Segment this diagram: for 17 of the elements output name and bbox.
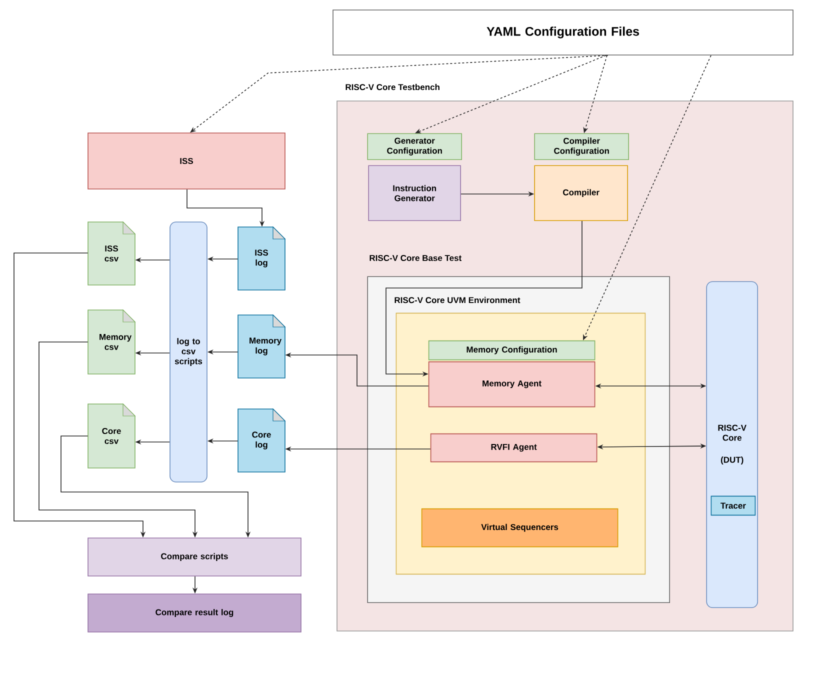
result-box: Compare result log: [88, 594, 302, 632]
compare-box: Compare scripts: [88, 538, 302, 576]
node-label: RISC-V Core Testbench: [346, 84, 440, 90]
compiler-box: Compiler: [534, 165, 628, 221]
sequencer-box: Virtual Sequencers: [421, 508, 618, 548]
config-box: Compiler Configuration: [534, 133, 629, 160]
tracer-box: Tracer: [710, 496, 756, 516]
node-label: RISC-V Core UVM Environment: [394, 296, 520, 304]
generator-box: Instruction Generator: [368, 165, 461, 221]
config-box: Generator Configuration: [367, 133, 462, 160]
config-box: Memory Configuration: [428, 340, 596, 360]
header-box: YAML Configuration Files: [332, 10, 794, 56]
agent-box: RVFI Agent: [430, 433, 598, 462]
iss-box: ISS: [88, 132, 286, 190]
node-label: RISC-V Core Base Test: [370, 255, 462, 262]
agent-box: Memory Agent: [428, 361, 596, 408]
script-bar: log to csv scripts: [170, 222, 208, 482]
